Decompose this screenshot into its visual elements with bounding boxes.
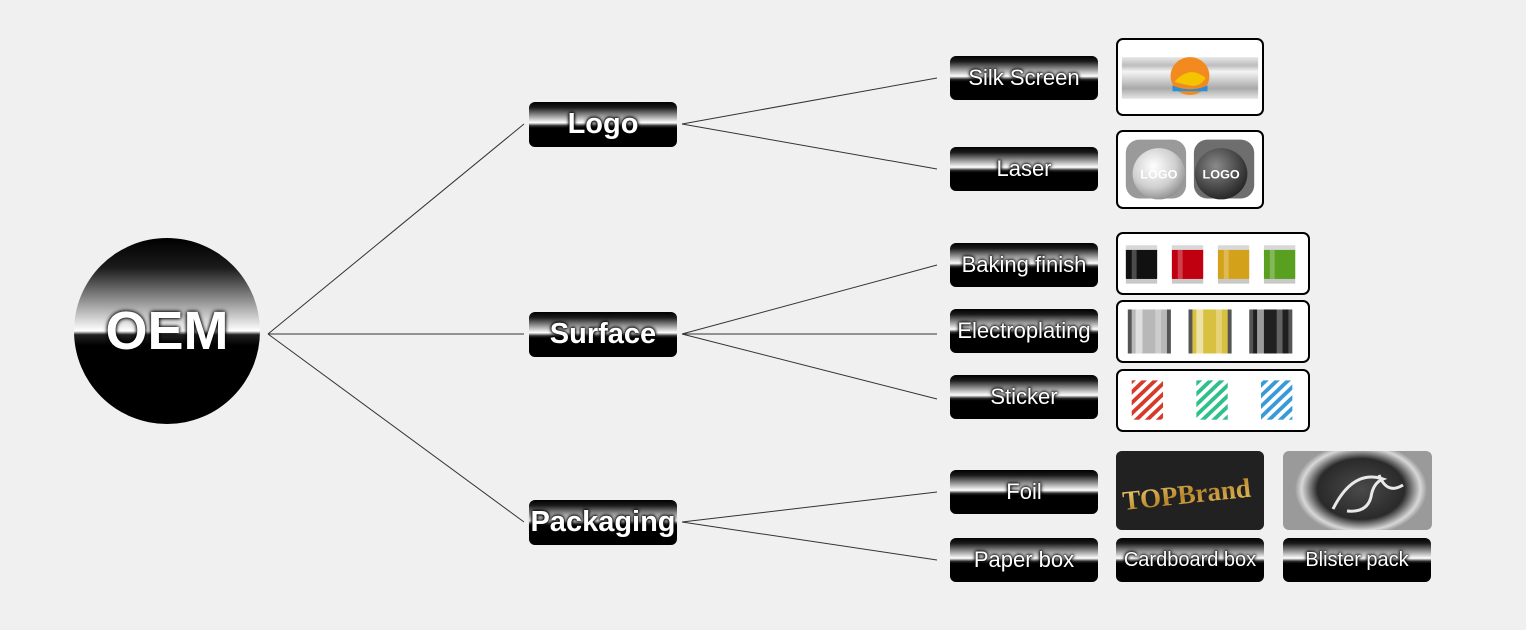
link-logo-laser	[681, 123, 938, 170]
category-packaging-label: Packaging	[530, 506, 676, 538]
packaging-type-cardboard-box: Cardboard box	[1116, 538, 1264, 582]
option-laser: Laser	[950, 147, 1098, 191]
option-electroplating: Electroplating	[950, 309, 1098, 353]
baking-finish-sample-image	[1116, 232, 1310, 295]
electroplating-tube-swatch	[1127, 309, 1171, 354]
option-sticker-label: Sticker	[990, 384, 1058, 409]
laser-sample-image: LOGO LOGO	[1116, 130, 1264, 209]
option-electroplating-label: Electroplating	[957, 318, 1091, 343]
option-foil: Foil	[950, 470, 1098, 514]
sticker-wrap-swatch	[1196, 380, 1228, 420]
sticker-wrap-swatch	[1260, 380, 1293, 420]
electroplating-tube-swatch	[1188, 309, 1232, 354]
baking-can-swatch	[1125, 245, 1158, 284]
electroplating-tube-swatch	[1249, 309, 1293, 354]
option-silk-screen-label: Silk Screen	[968, 65, 1080, 90]
blister-sample-image	[1283, 451, 1432, 530]
option-baking-finish: Baking finish	[950, 243, 1098, 287]
option-sticker: Sticker	[950, 375, 1098, 419]
baking-can-swatch	[1171, 245, 1204, 284]
category-packaging: Packaging	[529, 500, 677, 545]
foil-cardboard-sample-image: TOPBrand	[1116, 451, 1264, 530]
baking-can-swatch	[1217, 245, 1250, 284]
category-logo: Logo	[529, 102, 677, 147]
option-foil-label: Foil	[1006, 479, 1042, 504]
blister-pack-label: Blister pack	[1305, 548, 1409, 571]
category-surface: Surface	[529, 312, 677, 357]
silk-screen-sample-image	[1116, 38, 1264, 116]
link-packaging-foil	[681, 491, 938, 523]
category-surface-label: Surface	[549, 318, 657, 350]
category-logo-label: Logo	[567, 108, 639, 140]
electroplating-sample-image	[1116, 300, 1310, 363]
option-paper-box: Paper box	[950, 538, 1098, 582]
laser-logo-text-light: LOGO	[1140, 168, 1177, 182]
link-packaging-paper	[681, 521, 938, 561]
laser-logo-text-dark: LOGO	[1203, 168, 1240, 182]
option-laser-label: Laser	[996, 156, 1052, 181]
option-silk-screen: Silk Screen	[950, 56, 1098, 100]
oem-root-node: OEM	[74, 238, 260, 424]
cardboard-box-label: Cardboard box	[1123, 548, 1257, 571]
option-baking-finish-label: Baking finish	[961, 252, 1087, 277]
link-surface-baking	[681, 264, 938, 335]
link-surface-sticker	[681, 333, 938, 400]
sticker-wrap-swatch	[1131, 380, 1164, 420]
link-oem-packaging	[267, 333, 525, 523]
sticker-sample-image	[1116, 369, 1310, 432]
baking-can-swatch	[1263, 245, 1296, 284]
link-logo-silk	[681, 77, 938, 125]
option-paper-box-label: Paper box	[973, 547, 1075, 572]
link-oem-logo	[267, 123, 525, 335]
oem-label: OEM	[105, 301, 229, 361]
packaging-type-blister-pack: Blister pack	[1283, 538, 1431, 582]
